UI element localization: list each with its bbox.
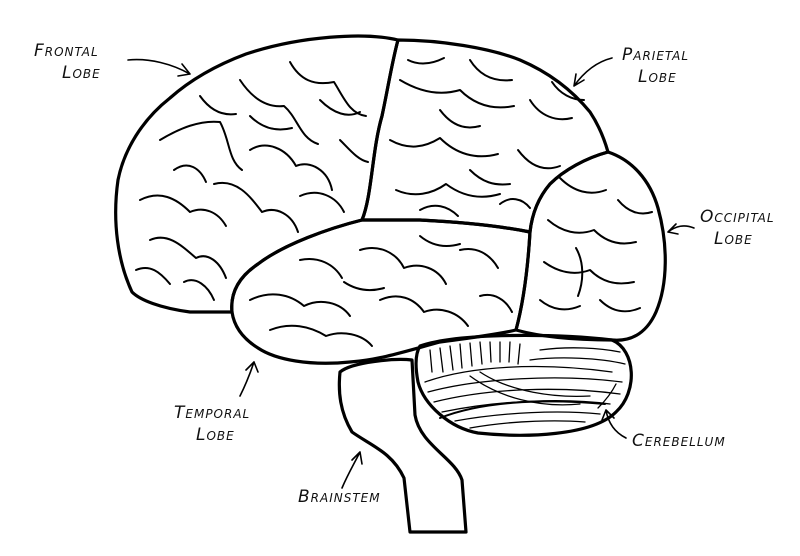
temporal-label-line1: Temporal [174,403,250,423]
occipital-lobe [514,150,667,342]
cerebellum-arrow [601,409,627,439]
frontal-arrow [127,58,191,77]
parietal-label-line2: Lobe [638,67,677,87]
occipital-label-line2: Lobe [714,229,753,249]
occipital-label-line1: Occipital [700,207,775,227]
parietal-lobe [360,38,610,234]
parietal-label-line1: Parietal [622,45,689,65]
frontal-lobe [114,34,400,314]
temporal-arrow [239,361,259,397]
brainstem [337,357,468,534]
temporal-lobe [230,218,532,365]
brainstem-label: Brainstem [298,487,381,507]
temporal-label-line2: Lobe [196,425,235,445]
brainstem-arrow [341,451,363,489]
frontal-label-line2: Lobe [62,63,101,83]
cerebellum-label: Cerebellum [632,431,726,451]
occipital-arrow [667,223,695,235]
parietal-arrow [573,57,613,87]
frontal-label-line1: Frontal [34,41,99,61]
cerebellum [414,333,633,437]
